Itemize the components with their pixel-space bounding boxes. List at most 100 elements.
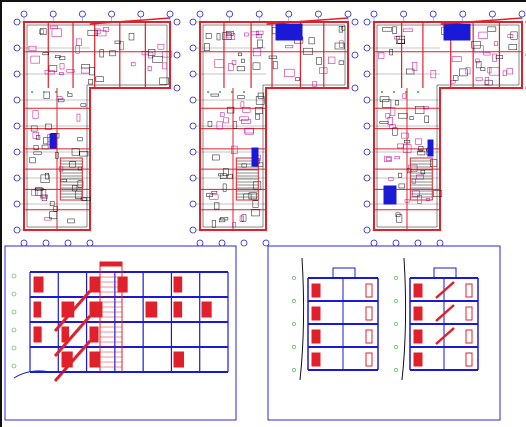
longitudinal-section-frame bbox=[4, 245, 237, 421]
grid-bubble-bottom bbox=[240, 239, 248, 247]
grid-bubble-left bbox=[363, 70, 371, 78]
grid-bubble-bottom bbox=[20, 239, 28, 247]
window-top-border bbox=[0, 0, 526, 2]
grid-bubble-top bbox=[255, 10, 263, 18]
longitudinal-section bbox=[11, 261, 229, 382]
dimension-mark bbox=[43, 91, 45, 93]
plan-floor-1 bbox=[13, 10, 181, 247]
grid-bubble-bottom bbox=[436, 239, 444, 247]
blue-structure bbox=[275, 23, 303, 41]
dimension-mark bbox=[243, 91, 245, 93]
grid-bubble-bottom bbox=[262, 239, 270, 247]
grid-bubble-top bbox=[429, 10, 437, 18]
level-marker bbox=[394, 276, 398, 280]
opening bbox=[413, 329, 423, 344]
opening bbox=[365, 283, 373, 298]
blue-column bbox=[251, 147, 259, 167]
transverse-section-a bbox=[292, 257, 379, 381]
level-marker bbox=[11, 363, 17, 369]
grid-bubble-top bbox=[49, 10, 57, 18]
plan-floor-2 bbox=[189, 10, 359, 247]
grid-bubble-bottom bbox=[86, 239, 94, 247]
facade-curve bbox=[299, 257, 305, 381]
grid-bubble-left bbox=[13, 122, 21, 130]
level-marker bbox=[292, 322, 296, 326]
grid-bubble-left bbox=[13, 70, 21, 78]
grid-bubble-top bbox=[137, 10, 145, 18]
grid-bubble-left bbox=[363, 96, 371, 104]
stair-flight bbox=[53, 340, 92, 382]
grid-bubble-left bbox=[13, 44, 21, 52]
blue-column bbox=[383, 185, 397, 205]
opening bbox=[145, 301, 158, 318]
dimension-mark bbox=[55, 91, 57, 93]
grid-bubble-top bbox=[166, 10, 174, 18]
grid-bubble-right bbox=[351, 51, 359, 59]
stair-flight bbox=[435, 304, 455, 322]
opening bbox=[413, 306, 423, 321]
slanted-wall bbox=[440, 17, 523, 25]
ground-line bbox=[13, 370, 228, 379]
dimension-mark bbox=[417, 91, 419, 93]
opening bbox=[365, 352, 373, 367]
grid-bubble-bottom bbox=[42, 239, 50, 247]
grid-bubble-top bbox=[314, 10, 322, 18]
staircase bbox=[409, 157, 433, 201]
window-left-border bbox=[0, 0, 2, 427]
grid-bubble-top bbox=[370, 10, 378, 18]
level-marker bbox=[394, 345, 398, 349]
grid-bubble-bottom bbox=[392, 239, 400, 247]
plan-floor-3 bbox=[363, 10, 526, 247]
opening bbox=[465, 352, 473, 367]
stair-flight bbox=[53, 315, 92, 357]
opening bbox=[173, 351, 185, 368]
opening bbox=[365, 329, 373, 344]
grid-bubble-top bbox=[400, 10, 408, 18]
grid-bubble-top bbox=[226, 10, 234, 18]
stair-flight bbox=[53, 290, 92, 332]
grid-bubble-left bbox=[189, 148, 197, 156]
opening bbox=[465, 283, 473, 298]
roof-parapet bbox=[99, 261, 123, 267]
grid-bubble-right bbox=[173, 84, 181, 92]
outer-wall bbox=[23, 21, 171, 231]
level-marker bbox=[292, 299, 296, 303]
grid-bubble-top bbox=[285, 10, 293, 18]
opening bbox=[89, 326, 99, 343]
opening bbox=[311, 329, 321, 344]
grid-bubble-left bbox=[189, 200, 197, 208]
grid-bubble-top bbox=[488, 10, 496, 18]
opening bbox=[89, 276, 100, 293]
grid-bubble-left bbox=[13, 200, 21, 208]
opening bbox=[33, 276, 44, 293]
level-marker bbox=[11, 327, 17, 333]
grid-bubble-left bbox=[363, 18, 371, 26]
floor-plans-group bbox=[13, 10, 526, 247]
opening bbox=[173, 301, 183, 318]
grid-bubble-right bbox=[351, 18, 359, 26]
transverse-section-b bbox=[394, 257, 479, 381]
grid-bubble-left bbox=[189, 70, 197, 78]
grid-bubble-top bbox=[108, 10, 115, 18]
grid-bubble-left bbox=[363, 226, 371, 234]
dimension-mark bbox=[231, 91, 233, 93]
grid-bubble-left bbox=[189, 18, 197, 26]
slanted-wall bbox=[266, 17, 349, 25]
level-marker bbox=[292, 276, 296, 280]
grid-bubble-right bbox=[351, 84, 359, 92]
dimension-mark bbox=[393, 91, 395, 93]
grid-bubble-left bbox=[363, 122, 371, 130]
grid-bubble-right bbox=[173, 51, 181, 59]
grid-bubble-top bbox=[518, 10, 526, 18]
opening bbox=[33, 326, 42, 343]
grid-bubble-top bbox=[196, 10, 204, 18]
level-marker bbox=[394, 368, 398, 372]
opening bbox=[173, 276, 183, 293]
roof-box bbox=[332, 267, 356, 279]
opening bbox=[33, 301, 42, 318]
opening bbox=[465, 306, 473, 321]
dimension-mark bbox=[381, 91, 383, 93]
opening bbox=[311, 306, 321, 321]
opening bbox=[117, 276, 128, 293]
